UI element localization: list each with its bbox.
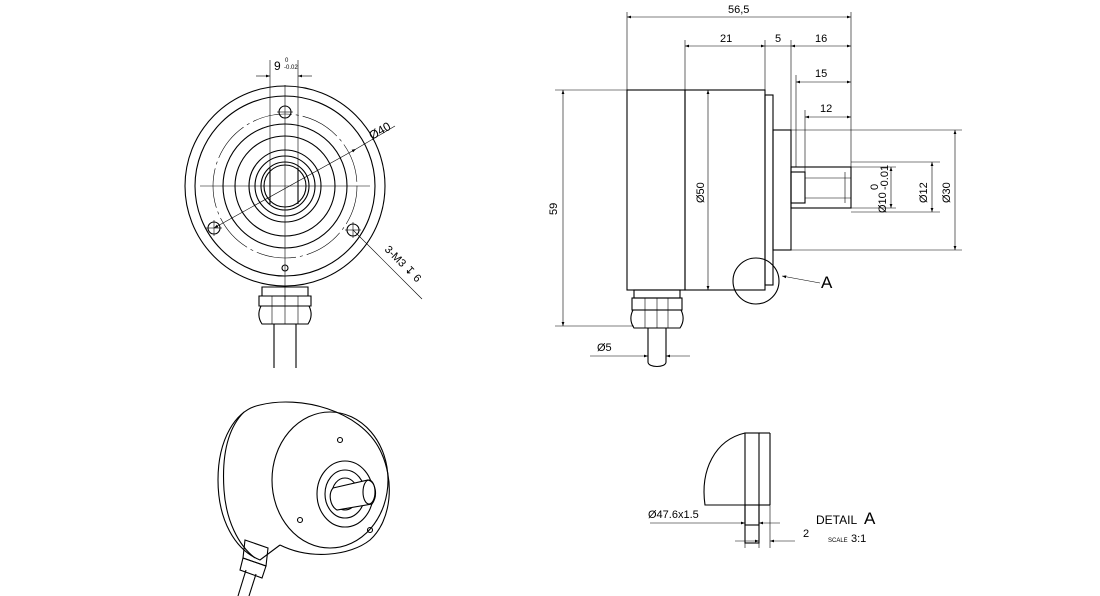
- detail-title-word: DETAIL: [816, 513, 857, 527]
- detail-title-letter: A: [864, 509, 876, 528]
- bolt-circle: [212, 113, 358, 259]
- overall-length-label: 56,5: [728, 4, 749, 16]
- side-view: A 56,5 21 5 16 15 12 59 Ø50: [548, 4, 962, 368]
- gap-dim-label: 2: [803, 528, 809, 540]
- key-length-label: 12: [820, 103, 832, 115]
- detail-arc: [703, 432, 746, 506]
- shaft-dia-label: Ø10: [877, 192, 889, 213]
- iso-hole-right: [366, 526, 374, 534]
- keyway-dim-label: 9: [274, 59, 281, 73]
- cable-diameter-label: Ø5: [597, 342, 612, 354]
- detail-scale-value: 3:1: [851, 533, 866, 545]
- housing-rear: [626, 89, 686, 291]
- side-cable: [647, 328, 667, 368]
- front-view: 9 0 -0.02 Ø40 3-M3 ↧ 6: [184, 58, 423, 368]
- oring-dim-label: Ø47.6x1.5: [648, 509, 699, 521]
- spigot-diameter-label: Ø30: [941, 182, 953, 203]
- mount-holes-note: 3-M3 ↧ 6: [382, 244, 423, 285]
- detail-a-view: Ø47.6x1.5 2 DETAIL A SCALE 3:1: [648, 432, 876, 548]
- bolt-circle-dim-leader: [355, 125, 396, 150]
- iso-front-rim: [259, 401, 390, 555]
- shaft: [790, 166, 852, 209]
- bolt-circle-dim-line: [213, 148, 357, 229]
- keyway-tol-upper: 0: [285, 58, 289, 64]
- flange: [764, 94, 774, 286]
- mount-holes-leader: [352, 229, 423, 300]
- iso-shaft: [329, 479, 377, 511]
- shaft-length-label: 16: [815, 33, 827, 45]
- keyway-tol-lower: -0.02: [284, 65, 298, 71]
- iso-front-face: [271, 411, 389, 549]
- flange-circle: [194, 95, 376, 277]
- detail-scale-word: SCALE: [828, 538, 848, 544]
- iso-shaft-end: [362, 479, 376, 505]
- outer-housing-circle: [184, 85, 386, 287]
- iso-hole-left: [296, 516, 304, 524]
- iso-cable-gland: [237, 539, 269, 596]
- detail-flange: [744, 432, 760, 544]
- spigot: [772, 129, 792, 251]
- index-mark: [281, 264, 289, 272]
- isometric-view: [217, 401, 390, 596]
- shaft-tol-lower: -0.01: [879, 165, 891, 190]
- shaft-length-2-label: 15: [815, 68, 827, 80]
- shaft-dim-2-label: Ø12: [918, 182, 930, 203]
- cable-gland: [258, 286, 312, 325]
- detail-a-leader: [781, 275, 821, 284]
- mount-hole-top: [277, 105, 293, 119]
- iso-housing-side: [217, 404, 281, 561]
- shaft-tol-upper: 0: [869, 184, 881, 190]
- detail-a-circle: [732, 257, 780, 305]
- flange-thickness-label: 5: [775, 33, 781, 45]
- height-label: 59: [548, 203, 560, 215]
- iso-hole-top: [336, 436, 344, 444]
- side-cable-gland: [630, 289, 684, 329]
- cable: [273, 324, 297, 368]
- iso-housing-rear-edge: [223, 411, 256, 559]
- detail-oring: [744, 504, 760, 526]
- body-length-label: 21: [720, 33, 732, 45]
- housing-diameter-label: Ø50: [695, 182, 707, 203]
- detail-a-callout: A: [821, 273, 833, 292]
- bolt-circle-dim-label: Ø40: [367, 119, 394, 143]
- shaft-collar: [790, 171, 806, 204]
